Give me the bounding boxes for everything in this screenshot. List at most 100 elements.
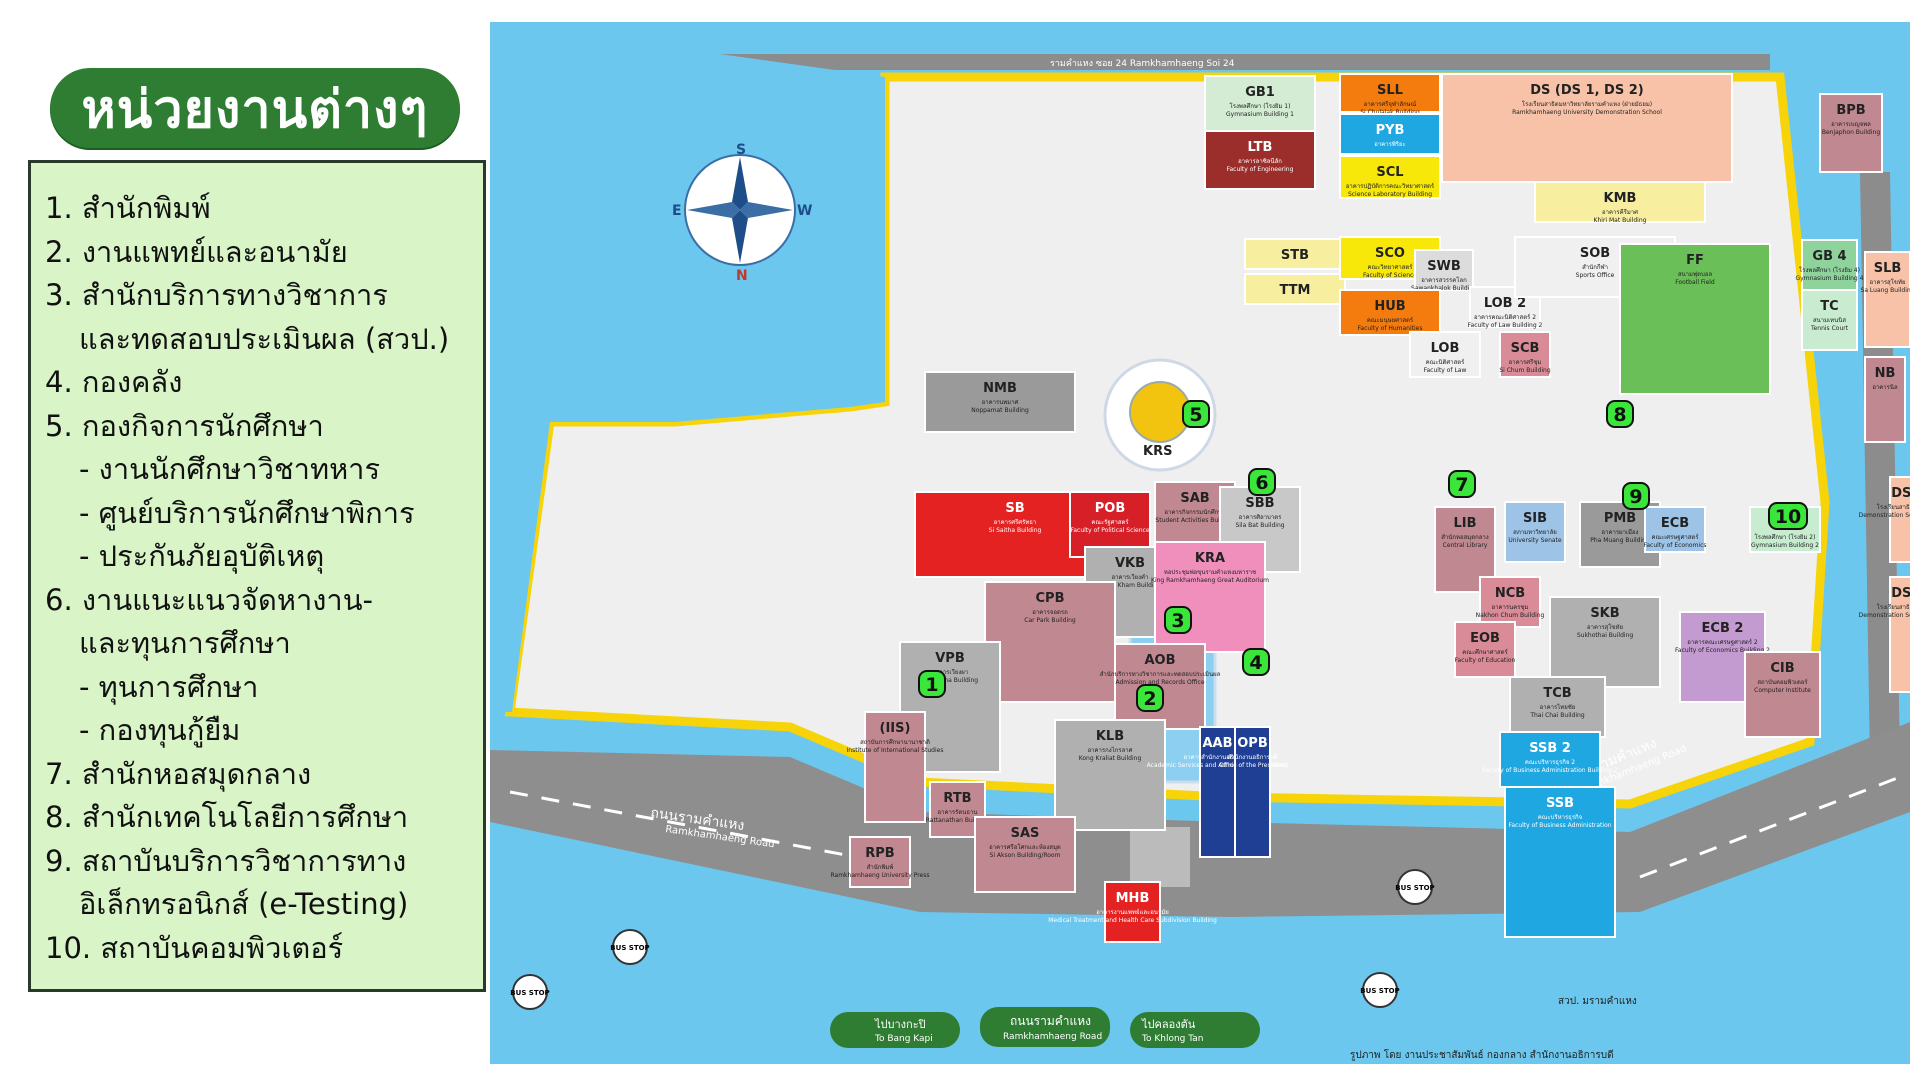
marker-3[interactable]: 3 — [1164, 606, 1192, 634]
marker-1[interactable]: 1 — [918, 670, 946, 698]
building-name-en: University Senate — [1508, 537, 1562, 544]
building-aob[interactable]: AOBสำนักบริการทางวิชาการและทดสอบประเมินผ… — [1100, 643, 1221, 730]
to-bangkapi-button[interactable]: ไปบางกะปิ To Bang Kapi — [830, 1012, 960, 1048]
building-name-en: Sawankhalok Building — [1411, 285, 1477, 292]
legend-item: 10. สถาบันคอมพิวเตอร์ — [45, 930, 344, 965]
ramkhamhaeng-road-button[interactable]: ถนนรามคำแหง Ramkhamhaeng Road — [980, 1007, 1110, 1047]
marker-label: 7 — [1455, 474, 1468, 496]
marker-4[interactable]: 4 — [1242, 648, 1270, 676]
building-name-en: Viang Kham Building — [1099, 582, 1162, 589]
building-name-th: อาคารคีรีมาศ — [1602, 208, 1638, 216]
building-name-th: อาคารสุโขทัย — [1869, 278, 1905, 286]
building-name-th: อาคารคณะนิติศาสตร์ 2 — [1474, 313, 1536, 321]
legend-item: - ทุนการศึกษา — [79, 669, 259, 704]
marker-7[interactable]: 7 — [1448, 470, 1476, 498]
marker-8[interactable]: 8 — [1606, 400, 1634, 428]
campus-map[interactable]: รามคำแหง ซอย 24 Ramkhamhaeng Soi 24 ถนนร… — [490, 22, 1910, 1064]
building-code: SWB — [1427, 259, 1461, 274]
building-name-en: Si Akson Building/Room — [990, 852, 1061, 859]
building-code: PYB — [1376, 123, 1405, 138]
svg-text:KRS: KRS — [1143, 444, 1172, 459]
building-name-th: อาคารศรีศรัทธา — [994, 518, 1037, 526]
marker-6[interactable]: 6 — [1248, 468, 1276, 496]
markers-layer: 1 2 3 4 5 6 7 8 9 10 — [918, 400, 1808, 712]
marker-5[interactable]: 5 — [1182, 400, 1210, 428]
building-name-en: Ramkhamhaeng University Press — [830, 872, 929, 879]
building-name-en: Faculty of Economics — [1643, 542, 1706, 549]
marker-9[interactable]: 9 — [1622, 482, 1650, 510]
building-name-th: อาคารเวียงคำ — [1112, 573, 1149, 581]
building-name-en: Faculty of Political Science — [1070, 527, 1149, 534]
svg-text:ไปคลองตัน: ไปคลองตัน — [1141, 1018, 1196, 1031]
building-code: SIB — [1523, 511, 1547, 526]
building-name-en: Faculty of Law Building 2 — [1468, 322, 1543, 329]
building-name-th: สำนักงานอธิการบดี — [1227, 753, 1277, 761]
campus-map-svg[interactable]: รามคำแหง ซอย 24 Ramkhamhaeng Soi 24 ถนนร… — [490, 22, 1910, 1064]
building--iis-[interactable]: (IIS)สถาบันการศึกษานานาชาติInstitute of … — [847, 711, 944, 823]
building-ds-ds-1-ds-2-[interactable]: DS (DS 1, DS 2)โรงเรียนสาธิตมหาวิทยาลัยร… — [1441, 73, 1733, 183]
building-name-th: อาคารพิริยะ — [1374, 141, 1406, 148]
building-name-th: อาคารสุโขทัย — [1587, 623, 1623, 631]
building-name-en: Khiri Mat Building — [1594, 217, 1647, 224]
building-dse-1[interactable]: DSE 1โรงเรียนสาธิต (ฝ่ายประถม)Demonstrat… — [1859, 576, 1910, 693]
building-name-th: สำนักหอสมุดกลาง — [1441, 534, 1489, 541]
building-scl[interactable]: SCLอาคารปฏิบัติการคณะวิทยาศาสตร์Science … — [1339, 155, 1441, 199]
legend-item: และทุนการศึกษา — [79, 626, 291, 660]
svg-text:E: E — [672, 203, 682, 219]
building-pyb[interactable]: PYB อาคารพิริยะ — [1339, 113, 1441, 155]
legend-item: 2. งานแพทย์และอนามัย — [45, 234, 348, 269]
building-code: ECB — [1661, 516, 1689, 531]
building-name-en: Academic Services and Administration Bui… — [1147, 762, 1289, 769]
building-name-th: อาคารลาซิลนีลัก — [1238, 157, 1282, 165]
marker-2[interactable]: 2 — [1136, 684, 1164, 712]
building-code: VKB — [1115, 556, 1145, 571]
building-name-th: อาคารคณะเศรษฐศาสตร์ 2 — [1687, 638, 1758, 646]
building-name-en: Tennis Court — [1810, 325, 1849, 332]
building-name-th: อาคารนิล — [1872, 384, 1898, 391]
marker-10[interactable]: 10 — [1768, 502, 1808, 530]
building-code: SAB — [1180, 491, 1209, 506]
building-name-en: Demonstration School (Elementary) — [1859, 612, 1910, 619]
building-ttm[interactable]: TTM — [1244, 273, 1346, 305]
building-stb[interactable]: STB — [1244, 238, 1346, 270]
building-name-en: King Ramkhamhaeng Great Auditorium — [1151, 577, 1269, 584]
building-dse-2[interactable]: DSE 2โรงเรียนสาธิต (ฝ่ายประถม)Demonstrat… — [1859, 476, 1910, 563]
krs-statue[interactable]: KRS — [1103, 358, 1217, 472]
to-khlongtan-button[interactable]: ไปคลองตัน To Khlong Tan — [1130, 1012, 1260, 1048]
building-code: KRA — [1195, 551, 1225, 566]
